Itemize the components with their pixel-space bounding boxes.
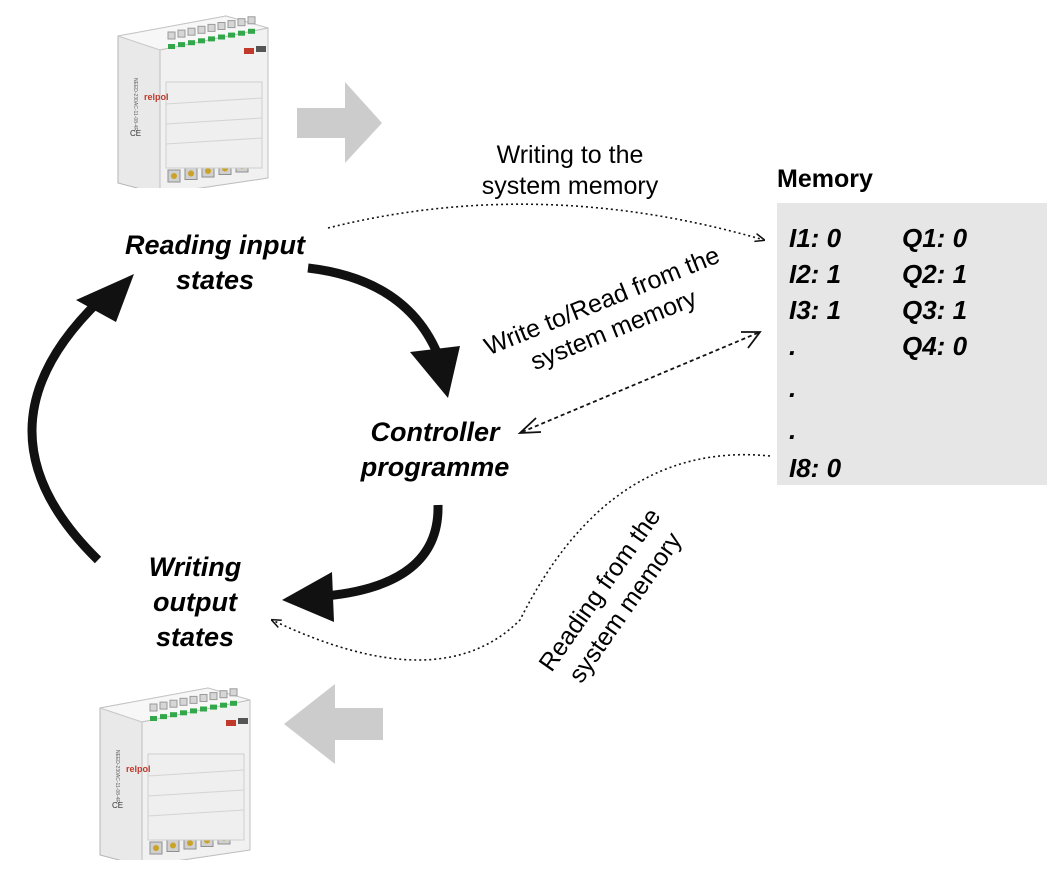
memory-box: I1: 0 I2: 1 I3: 1 . . . I8: 0 Q1: 0 Q2: … [777, 203, 1047, 485]
memory-output-1: Q1: 0 [902, 223, 968, 253]
cycle-arrow-controller-to-output [282, 504, 443, 622]
memory-title: Memory [777, 165, 873, 193]
memory-input-8: I8: 0 [789, 453, 842, 483]
dashed-arrow-read-write-memory [517, 331, 762, 435]
stage-reading-input-line1: Reading input [125, 230, 305, 260]
dotted-arrow-write-memory [327, 203, 764, 240]
stage-controller-line2: programme [360, 452, 510, 482]
stage-writing-output-line1: Writing [148, 552, 242, 582]
plc-device-image-top: relpol NEED-230AC-11-08-4R CE [117, 15, 269, 188]
plc-device-image-bottom: relpol NEED-230AC-11-08-4R CE [99, 687, 251, 860]
memory-output-4: Q4: 0 [902, 331, 968, 361]
grey-arrow-right [297, 82, 382, 163]
memory-ellipsis-1: . [789, 331, 797, 361]
note-writing-line2: system memory [481, 172, 659, 200]
svg-text:CE: CE [130, 129, 141, 138]
stage-reading-input-line2: states [175, 265, 255, 295]
dotted-arrow-read-memory [272, 454, 771, 661]
stage-writing-output-line3: states [155, 622, 235, 652]
svg-text:relpol: relpol [126, 764, 151, 774]
svg-text:NEED-230AC-11-08-4R: NEED-230AC-11-08-4R [114, 750, 120, 803]
svg-text:relpol: relpol [144, 92, 169, 102]
memory-output-3: Q3: 1 [902, 295, 968, 325]
stage-writing-output-line2: output [153, 587, 237, 617]
memory-input-1: I1: 0 [789, 223, 842, 253]
note-writing-line1: Writing to the [496, 141, 644, 169]
memory-input-3: I3: 1 [789, 295, 842, 325]
svg-text:NEED-230AC-11-08-4R: NEED-230AC-11-08-4R [132, 78, 138, 131]
cycle-arrow-output-to-input [27, 274, 134, 564]
stage-controller-programme: Controller programme [335, 415, 535, 485]
cycle-arrow-input-to-controller [307, 263, 460, 398]
memory-output-2: Q2: 1 [902, 259, 968, 289]
stage-writing-output: Writing output states [110, 550, 280, 655]
memory-ellipsis-2: . [789, 373, 797, 403]
grey-arrow-left [284, 684, 383, 764]
stage-reading-input: Reading input states [100, 228, 330, 298]
memory-ellipsis-3: . [789, 415, 797, 445]
memory-input-2: I2: 1 [789, 259, 842, 289]
note-writing-to-memory: Writing to the system memory [445, 140, 695, 202]
stage-controller-line1: Controller [370, 417, 500, 447]
svg-text:CE: CE [112, 801, 123, 810]
